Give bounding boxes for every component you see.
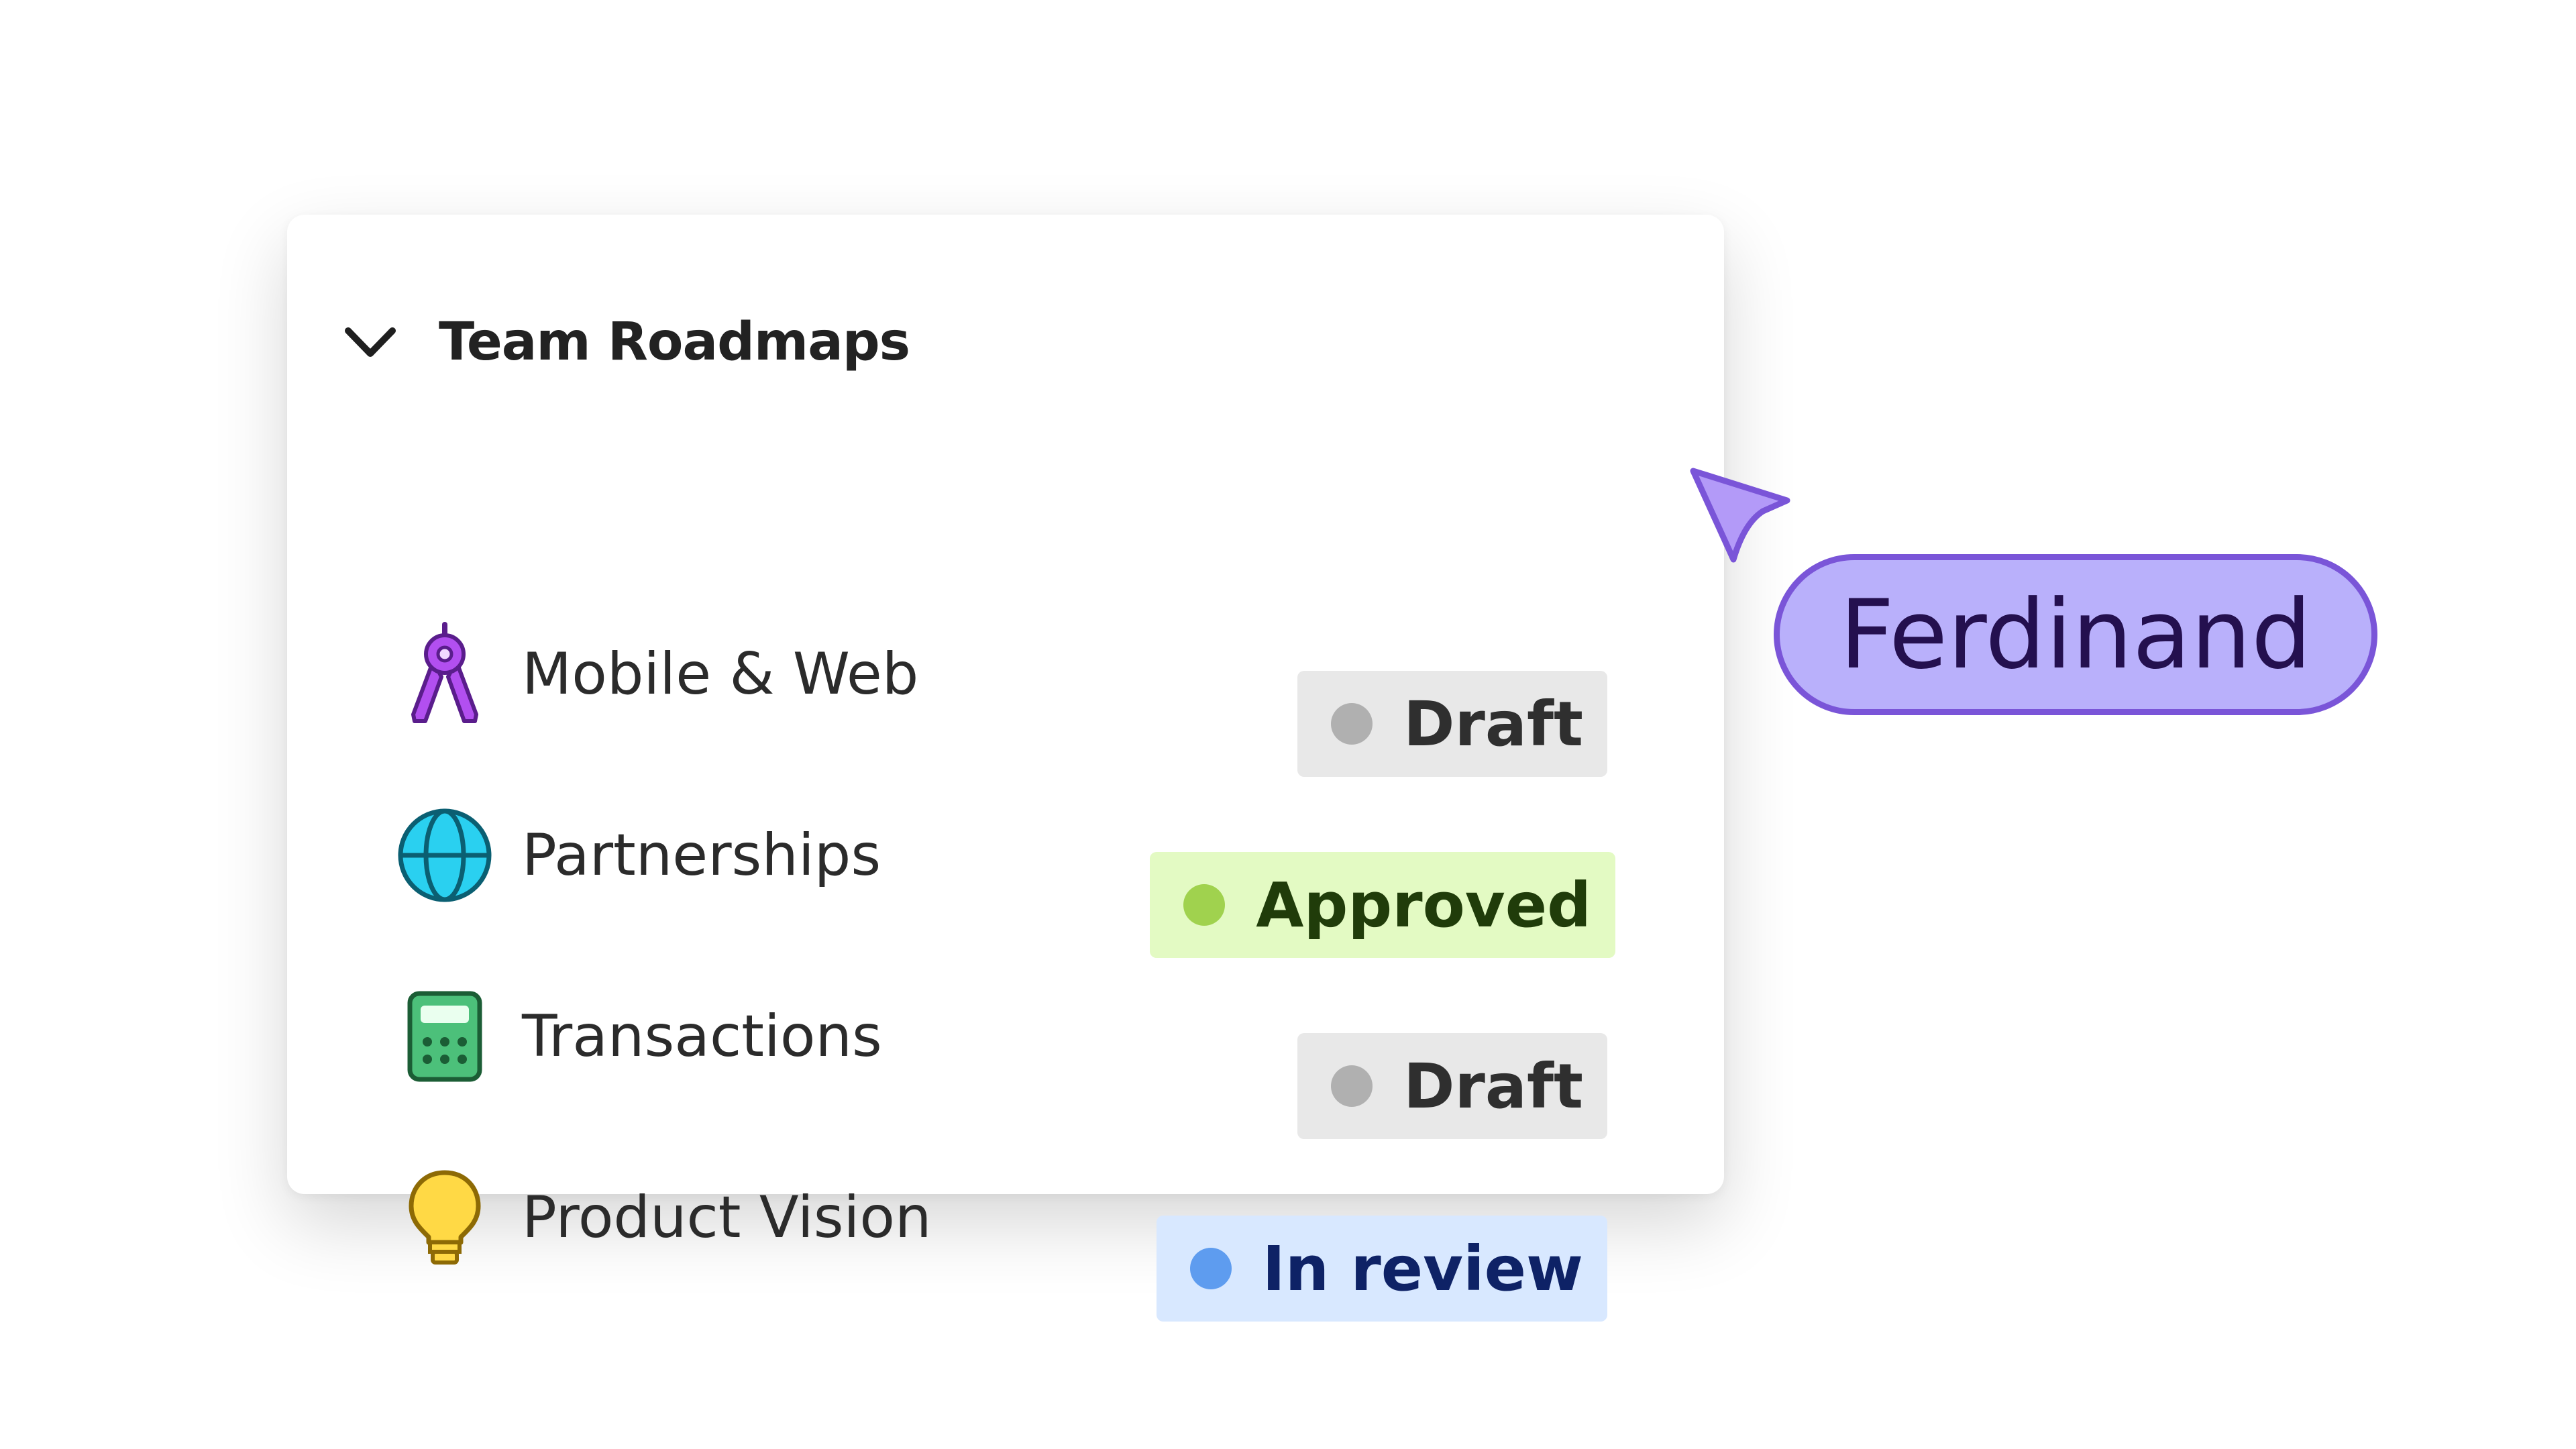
globe-icon [388, 798, 502, 912]
calculator-icon [388, 979, 502, 1093]
status-badge-label: Draft [1403, 688, 1583, 760]
status-badge-label: Approved [1256, 869, 1591, 941]
status-dot [1331, 703, 1373, 745]
status-badge-approved[interactable]: Approved [1150, 852, 1615, 958]
compass-drawing-icon [388, 617, 502, 731]
status-badge-draft[interactable]: Draft [1297, 1033, 1607, 1139]
list-item-transactions[interactable]: Transactions [388, 979, 1662, 1093]
lightbulb-icon [388, 1161, 502, 1275]
status-dot [1189, 1248, 1232, 1289]
pointer-cursor-icon [1690, 468, 1790, 563]
list-item-label: Partnerships [522, 822, 881, 889]
list-item-label: Product Vision [522, 1184, 932, 1251]
roadmap-folder-panel: Team Roadmaps Mobile & Web Draft Part [287, 215, 1724, 1322]
list-item-partnerships[interactable]: Partnerships [388, 798, 1662, 912]
folder-header[interactable]: Team Roadmaps [337, 295, 910, 389]
list-item-label: Mobile & Web [522, 641, 919, 708]
collaborator-name: Ferdinand [1839, 579, 2312, 690]
collaborator-name-tag: Ferdinand [1774, 554, 2377, 715]
status-badge-in-review[interactable]: In review [1156, 1216, 1607, 1322]
list-item-label: Transactions [522, 1003, 882, 1070]
folder-title: Team Roadmaps [439, 312, 910, 372]
chevron-down-icon[interactable] [337, 309, 404, 376]
status-dot [1183, 884, 1226, 926]
status-badge-draft[interactable]: Draft [1297, 671, 1607, 777]
status-badge-label: Draft [1403, 1050, 1583, 1122]
status-dot [1331, 1065, 1373, 1107]
list-item-mobile-web[interactable]: Mobile & Web [388, 617, 1662, 731]
status-badge-label: In review [1262, 1232, 1583, 1305]
list-item-product-vision[interactable]: Product Vision [388, 1161, 1662, 1275]
